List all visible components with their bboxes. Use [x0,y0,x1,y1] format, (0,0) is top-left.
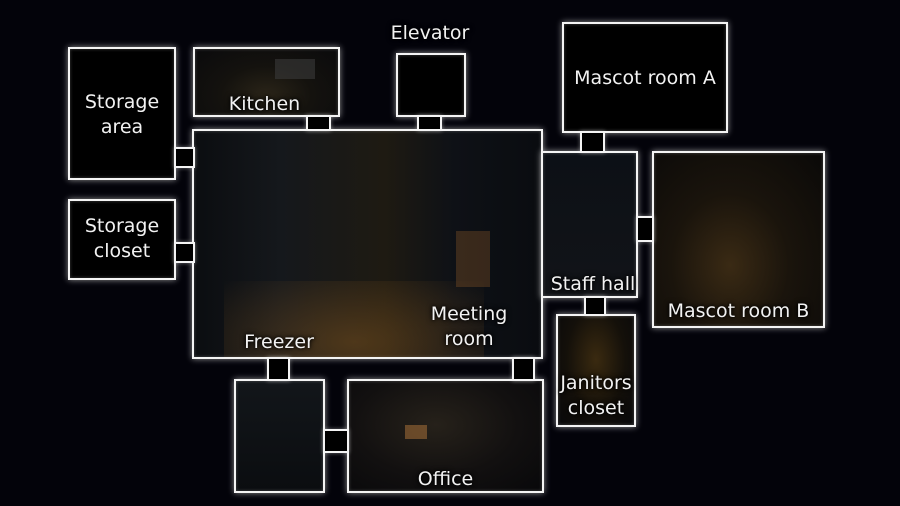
connector-freezer-office [323,429,349,453]
connector-elevator-hall [417,115,442,131]
office-screen-glow [405,425,427,439]
room-mascot-a[interactable] [562,22,728,133]
kitchen-camera-feed [275,59,315,79]
connector-hall-freezer [267,357,290,381]
room-staff-hall[interactable] [541,151,638,298]
connector-staff-hall-janitors [584,296,606,316]
room-mascot-b[interactable] [652,151,825,328]
room-elevator[interactable] [396,53,466,117]
connector-storage-area-hall [174,147,195,168]
connector-kitchen-hall [306,115,331,131]
connector-mascot-a-staff-hall [580,131,605,153]
main-hall-lamp-glow [456,231,490,287]
room-storage-closet[interactable] [68,199,176,280]
room-janitors-closet[interactable] [556,314,636,427]
room-storage-area[interactable] [68,47,176,180]
connector-staff-hall-mascot-b [636,216,654,242]
main-hall-floor-glow [224,281,484,357]
connector-hall-office [512,357,535,381]
room-freezer-cam[interactable] [234,379,325,493]
connector-storage-closet-hall [174,242,195,263]
room-kitchen[interactable] [193,47,340,117]
elevator-label: Elevator [390,22,470,44]
room-office[interactable] [347,379,544,493]
room-main-hall[interactable] [192,129,543,359]
